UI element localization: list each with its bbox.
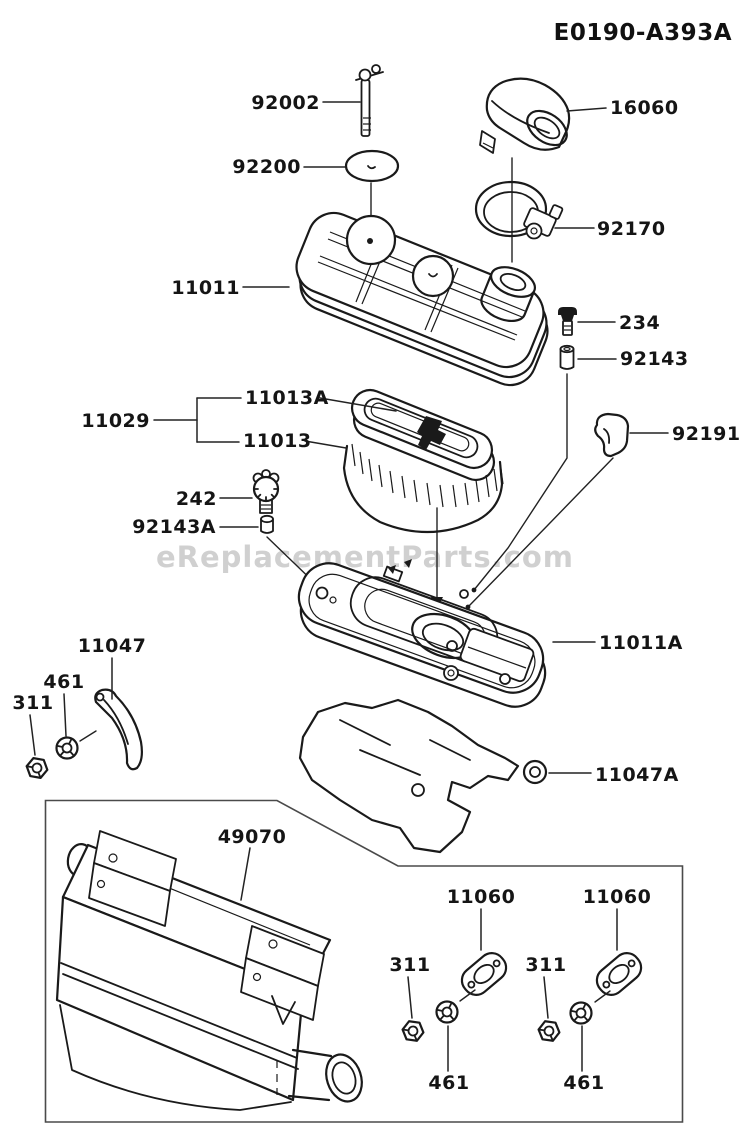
label-11013a: 11013A	[245, 387, 329, 409]
part-49070-muffler	[55, 830, 363, 1111]
part-234-bolt	[558, 307, 577, 336]
part-92143-collar	[559, 344, 575, 370]
label-92170: 92170	[597, 218, 666, 240]
part-92200-washer	[344, 149, 400, 183]
part-461-washer-a	[435, 1000, 459, 1024]
label-234: 234	[619, 312, 660, 334]
part-311-nut-b	[536, 1019, 562, 1043]
label-92191: 92191	[672, 423, 741, 445]
part-92143a-collar	[260, 514, 274, 534]
label-11011: 11011	[171, 277, 240, 299]
part-461-washer-b	[569, 1001, 593, 1025]
label-11047: 11047	[78, 635, 147, 657]
part-461-washer-left	[55, 736, 79, 760]
label-11013: 11013	[243, 430, 312, 452]
leader-lines	[29, 101, 669, 1072]
part-11060-gasket-a	[455, 946, 513, 1002]
label-311-a: 311	[389, 954, 430, 976]
label-11047a: 11047A	[595, 764, 679, 786]
part-11047-bracket	[94, 688, 143, 771]
label-11060-a: 11060	[447, 886, 516, 908]
part-11011a-base	[297, 559, 547, 708]
label-11011a: 11011A	[599, 632, 683, 654]
gasket-b-tick	[594, 990, 611, 1003]
part-16060-elbow-duct	[479, 77, 571, 154]
part-92170-clamp	[474, 180, 564, 240]
label-242: 242	[176, 488, 217, 510]
part-92191-elbow	[594, 412, 630, 458]
part-92002-bolt	[355, 64, 384, 137]
label-92002: 92002	[251, 92, 320, 114]
label-11029: 11029	[81, 410, 150, 432]
part-311-nut-left	[23, 756, 51, 780]
label-461-left: 461	[43, 671, 84, 693]
part-labels: 92002 92200 16060 92170 11011 234 92143 …	[12, 92, 740, 1094]
watermark-text: eReplacementParts.com	[156, 540, 574, 574]
label-92200: 92200	[232, 156, 301, 178]
label-461-b: 461	[563, 1072, 604, 1094]
label-311-b: 311	[525, 954, 566, 976]
label-92143: 92143	[620, 348, 689, 370]
muffler-section-frame	[44, 799, 684, 1123]
label-16060: 16060	[610, 97, 679, 119]
filter-pleats	[351, 443, 504, 508]
diagram-title: E0190-A393A	[554, 20, 732, 46]
part-11047a-plate	[298, 698, 548, 854]
part-11060-gasket-b	[590, 946, 648, 1002]
label-49070: 49070	[218, 826, 287, 848]
label-92143a: 92143A	[132, 516, 216, 538]
label-11060-b: 11060	[583, 886, 652, 908]
gasket-a-tick	[459, 989, 476, 1002]
label-311-left: 311	[12, 692, 53, 714]
part-11011-cover	[295, 211, 549, 387]
part-311-nut-a	[400, 1019, 426, 1043]
label-461-a: 461	[428, 1072, 469, 1094]
part-242-wing-nut	[252, 469, 280, 514]
